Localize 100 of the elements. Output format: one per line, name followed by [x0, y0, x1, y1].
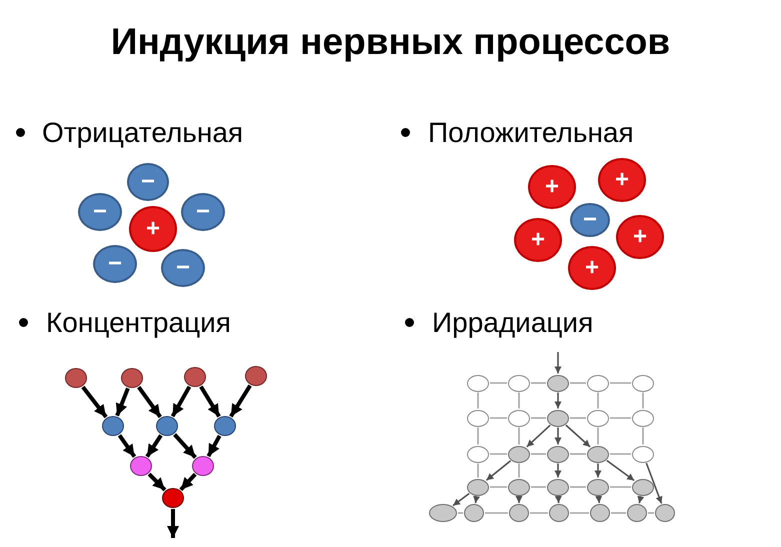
charge-circle: − — [127, 163, 169, 201]
connector-line — [570, 382, 586, 384]
list-heading: Положительная — [428, 116, 634, 150]
arrow — [595, 496, 602, 504]
arrow — [148, 472, 166, 492]
neuron-circle — [121, 368, 143, 388]
connector-line — [610, 417, 631, 419]
neuron-circle — [65, 368, 87, 388]
connector-line — [518, 392, 520, 408]
charge-circle: − — [93, 245, 137, 283]
neuron-node — [632, 478, 654, 496]
arrow — [229, 384, 252, 418]
connector-line — [531, 382, 546, 384]
neuron-circle — [192, 456, 214, 476]
arrow — [452, 492, 470, 506]
neuron-circle — [162, 488, 184, 508]
list-heading: Иррадиация — [432, 306, 594, 340]
connector-line — [648, 512, 654, 514]
charge-circle: + — [528, 165, 576, 209]
charge-circle: − — [161, 249, 205, 287]
arrow — [646, 462, 662, 504]
arrow — [554, 392, 562, 408]
connector-line — [642, 428, 644, 444]
neuron-circle — [102, 416, 124, 436]
neuron-node — [508, 374, 530, 392]
connector-line — [570, 453, 586, 455]
connector-line — [490, 453, 507, 455]
connector-line — [570, 486, 586, 488]
charge-circle: − — [181, 193, 225, 231]
connector-line — [458, 512, 463, 514]
arrow — [606, 460, 635, 482]
connector-line — [610, 486, 631, 488]
arrow — [473, 496, 480, 504]
arrow — [199, 386, 221, 418]
neuron-node — [655, 504, 675, 522]
connector-line — [518, 428, 520, 444]
connector-line — [597, 428, 599, 444]
neuron-node — [464, 504, 484, 522]
neuron-node — [508, 410, 530, 426]
connector-line — [530, 512, 548, 514]
neuron-node — [509, 504, 529, 522]
arrow — [81, 386, 108, 418]
list-heading: Концентрация — [46, 306, 231, 340]
charge-circle: − — [78, 193, 122, 231]
neuron-node — [547, 374, 569, 392]
connector-line — [477, 428, 479, 444]
charge-circle: + — [568, 246, 616, 290]
connector-line — [490, 417, 507, 419]
neuron-node — [587, 374, 609, 392]
arrow — [206, 434, 222, 458]
neuron-node — [590, 504, 610, 522]
neuron-circle — [184, 367, 206, 387]
connector-line — [642, 392, 644, 408]
charge-circle: + — [129, 206, 177, 252]
neuron-node — [467, 410, 489, 426]
neuron-node — [547, 410, 569, 426]
arrow — [594, 464, 602, 478]
connector-line — [597, 392, 599, 408]
neuron-circle — [245, 366, 267, 386]
arrow — [145, 434, 163, 458]
arrow — [637, 496, 644, 504]
arrow — [526, 424, 551, 448]
arrow — [115, 388, 130, 416]
arrow — [554, 464, 562, 478]
neuron-node — [587, 446, 609, 462]
arrow — [118, 434, 136, 458]
connector-line — [570, 512, 589, 514]
neuron-node — [632, 446, 654, 462]
arrow — [167, 509, 179, 538]
neuron-node — [508, 478, 530, 496]
neuron-node — [549, 504, 569, 522]
neuron-circle — [130, 456, 152, 476]
arrow — [554, 428, 562, 444]
connector-line — [531, 486, 546, 488]
connector-line — [490, 382, 507, 384]
neuron-node — [587, 478, 609, 496]
charge-circle: + — [598, 158, 646, 202]
arrow — [554, 352, 562, 374]
connector-line — [477, 392, 479, 408]
neuron-node — [587, 410, 609, 426]
neuron-node — [429, 504, 457, 522]
charge-circle: + — [514, 218, 562, 262]
connector-line — [490, 486, 507, 488]
neuron-node — [632, 410, 654, 426]
neuron-circle — [214, 416, 236, 436]
neuron-node — [467, 446, 489, 462]
connector-line — [477, 464, 479, 478]
charge-circle: − — [570, 203, 610, 237]
connector-line — [531, 417, 546, 419]
connector-line — [518, 464, 520, 478]
neuron-node — [632, 374, 654, 392]
list-heading: Отрицательная — [42, 116, 244, 150]
neuron-node — [627, 504, 647, 522]
arrow — [486, 460, 512, 481]
neuron-node — [467, 478, 489, 496]
arrow — [137, 386, 162, 418]
neuron-circle — [156, 416, 178, 436]
connector-line — [611, 512, 626, 514]
connector-line — [610, 453, 631, 455]
neuron-node — [547, 446, 569, 462]
